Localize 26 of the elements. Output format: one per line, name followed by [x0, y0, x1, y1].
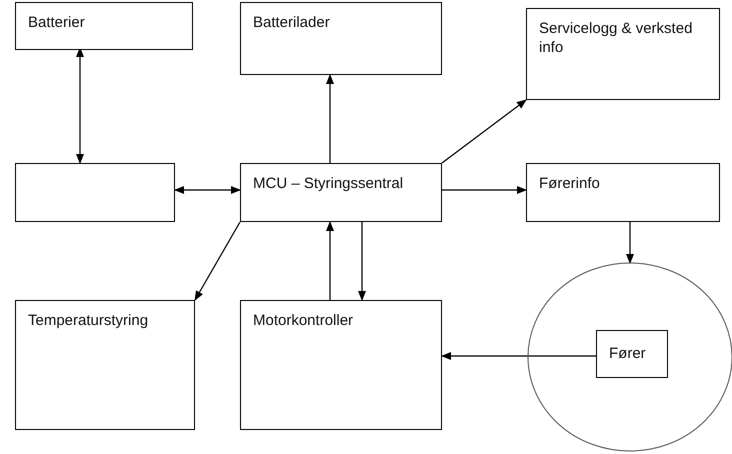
arrow [442, 99, 527, 164]
arrow [442, 186, 527, 194]
block-box [15, 2, 193, 50]
block-box [240, 300, 442, 430]
block-box [240, 2, 442, 75]
empty-box [15, 163, 175, 222]
box-label: Temperaturstyring [28, 311, 150, 330]
block-box [240, 163, 442, 222]
arrow [441, 352, 596, 360]
arrow [326, 221, 334, 300]
block-box [596, 330, 668, 378]
box-label: Batterilader [253, 13, 331, 32]
box-label: Motorkontroller [253, 311, 354, 330]
box-label: Servicelogg & verksted info [539, 19, 694, 57]
box-label: Førerinfo [539, 174, 601, 193]
block-box [15, 300, 195, 430]
arrow [194, 222, 241, 301]
block-box [526, 8, 720, 100]
arrow [174, 186, 241, 194]
box-label: Batterier [28, 13, 86, 32]
box-label: MCU – Styringssentral [253, 174, 404, 193]
arrow [358, 222, 366, 301]
arrow [326, 74, 334, 163]
arrow [626, 222, 634, 264]
block-box [526, 163, 720, 222]
box-label: Fører [609, 344, 647, 363]
